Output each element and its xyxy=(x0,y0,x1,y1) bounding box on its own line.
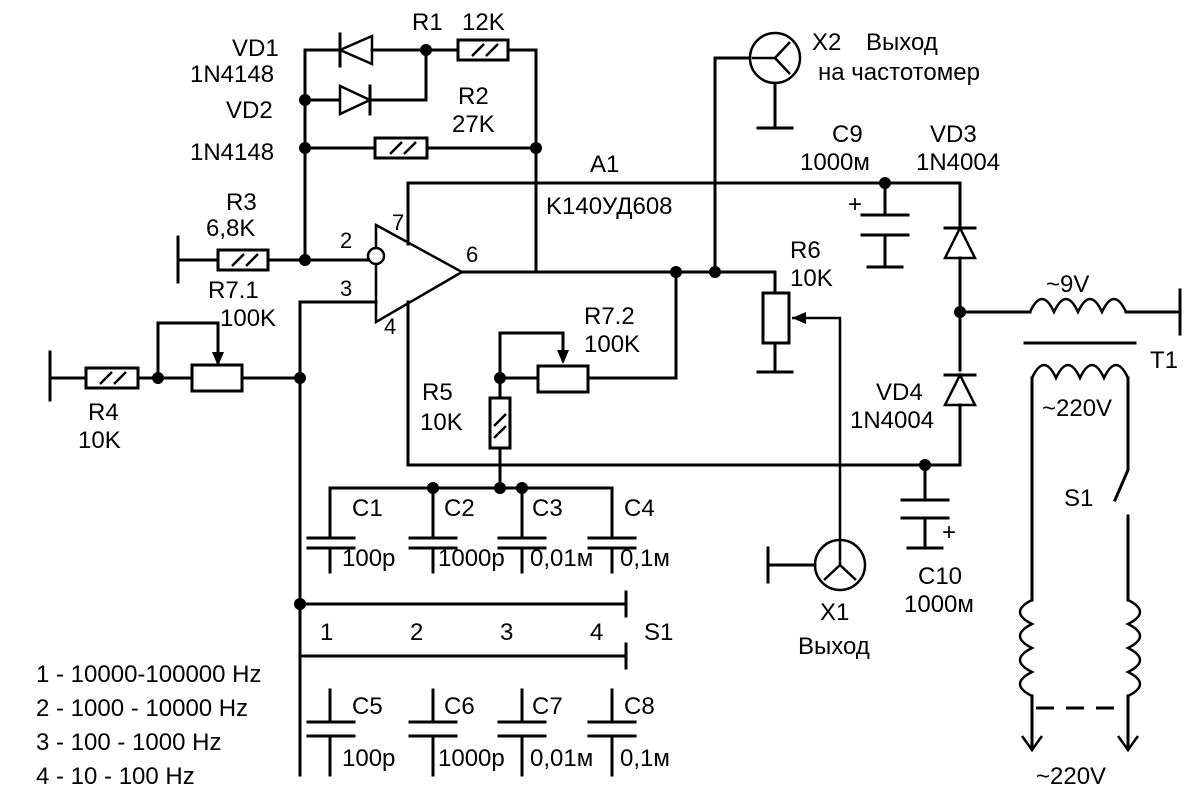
label-c1: C1 xyxy=(352,495,383,522)
diode-vd1 xyxy=(336,32,460,68)
label-vd1: VD1 xyxy=(232,35,279,62)
label-r5: R5 xyxy=(422,379,453,406)
label-c10: C10 xyxy=(918,563,962,590)
label-r3: R3 xyxy=(226,189,257,216)
resistor-r2 xyxy=(373,136,538,160)
label-s1-mains: S1 xyxy=(1064,485,1093,512)
feedback-network xyxy=(299,32,542,274)
label-plus-c9: + xyxy=(848,191,862,218)
label-r4-value: 10K xyxy=(78,427,121,454)
opamp-a1 xyxy=(366,181,962,467)
label-switch-pos-4: 4 xyxy=(590,619,603,646)
label-r7-1-value: 100K xyxy=(220,305,276,332)
label-c6: C6 xyxy=(444,693,475,720)
label-c5: C5 xyxy=(352,693,383,720)
connector-x1 xyxy=(766,538,867,592)
label-v220-bottom: ~220V xyxy=(1036,763,1106,790)
label-s1-range: S1 xyxy=(644,619,673,646)
diode-vd2 xyxy=(338,48,428,116)
label-r7-2-value: 100K xyxy=(584,331,640,358)
label-c2-value: 1000p xyxy=(438,545,505,572)
resistor-r4-r7-1 xyxy=(48,321,306,402)
label-c7-value: 0,01м xyxy=(530,745,593,772)
label-a1-type: K140УД608 xyxy=(546,193,673,220)
label-r2: R2 xyxy=(458,83,489,110)
label-pin-3: 3 xyxy=(340,276,352,301)
label-c7: C7 xyxy=(532,693,563,720)
label-r5-value: 10K xyxy=(420,409,463,436)
label-c3: C3 xyxy=(532,495,563,522)
label-plus-c10: + xyxy=(942,519,956,546)
label-c6-value: 1000p xyxy=(438,745,505,772)
label-x2-text2: на частотомер xyxy=(818,59,980,86)
capacitor-bank-1 xyxy=(306,482,637,574)
label-vd4: VD4 xyxy=(876,379,923,406)
resistor-r7-2-r5 xyxy=(488,266,682,490)
label-c5-value: 100p xyxy=(342,745,395,772)
label-x2-text1: Выход xyxy=(866,29,938,56)
capacitor-bank-2 xyxy=(306,688,637,777)
label-r2-value: 27K xyxy=(452,111,495,138)
label-vd1-type: 1N4148 xyxy=(190,61,274,88)
label-r7-1: R7.1 xyxy=(208,277,259,304)
label-pin-4: 4 xyxy=(384,314,396,339)
label-vd2-type: 1N4148 xyxy=(190,139,274,166)
label-pin-6: 6 xyxy=(466,242,478,267)
power-supply xyxy=(860,177,1032,550)
label-c3-value: 0,01м xyxy=(530,545,593,572)
transformer-t1 xyxy=(1018,288,1182,753)
label-vd4-type: 1N4004 xyxy=(850,407,934,434)
label-c9: C9 xyxy=(832,121,863,148)
range-legend-1: 1 - 10000-100000 Hz xyxy=(36,661,262,688)
label-pin-7: 7 xyxy=(392,210,404,235)
label-pin-2: 2 xyxy=(340,228,352,253)
label-vd3-type: 1N4004 xyxy=(916,149,1000,176)
label-r1: R1 xyxy=(412,9,443,36)
label-switch-pos-1: 1 xyxy=(320,619,333,646)
label-a1: A1 xyxy=(590,151,619,178)
label-r7-2: R7.2 xyxy=(584,303,635,330)
label-c10-value: 1000м xyxy=(904,591,974,618)
label-switch-pos-3: 3 xyxy=(500,619,513,646)
label-t1: T1 xyxy=(1150,347,1178,374)
resistor-r1 xyxy=(456,38,538,274)
range-legend-2: 2 - 1000 - 10000 Hz xyxy=(36,695,248,722)
label-c4-value: 0,1м xyxy=(620,545,670,572)
label-c8-value: 0,1м xyxy=(620,745,670,772)
label-x1: X1 xyxy=(820,599,849,626)
label-vd2: VD2 xyxy=(226,97,273,124)
connector-x2 xyxy=(709,31,802,278)
label-c8: C8 xyxy=(624,693,655,720)
range-switch-s1[interactable] xyxy=(294,590,628,670)
label-r3-value: 6,8K xyxy=(206,215,255,242)
label-r6: R6 xyxy=(790,237,821,264)
label-x2: X2 xyxy=(812,29,841,56)
label-c9-value: 1000м xyxy=(800,149,870,176)
label-r1-value: 12K xyxy=(462,9,505,36)
label-c4: C4 xyxy=(624,495,655,522)
range-legend-3: 3 - 100 - 1000 Hz xyxy=(36,729,221,756)
range-legend-4: 4 - 10 - 100 Hz xyxy=(36,763,195,790)
label-x1-text: Выход xyxy=(798,633,870,660)
label-vd3: VD3 xyxy=(930,121,977,148)
label-r4: R4 xyxy=(88,399,119,426)
label-v9: ~9V xyxy=(1046,271,1089,298)
label-v220-top: ~220V xyxy=(1042,395,1112,422)
label-r6-value: 10K xyxy=(790,265,833,292)
label-c1-value: 100p xyxy=(342,545,395,572)
label-switch-pos-2: 2 xyxy=(410,619,423,646)
potentiometer-r6 xyxy=(713,270,842,540)
label-c2: C2 xyxy=(444,495,475,522)
resistor-r3 xyxy=(176,235,370,284)
